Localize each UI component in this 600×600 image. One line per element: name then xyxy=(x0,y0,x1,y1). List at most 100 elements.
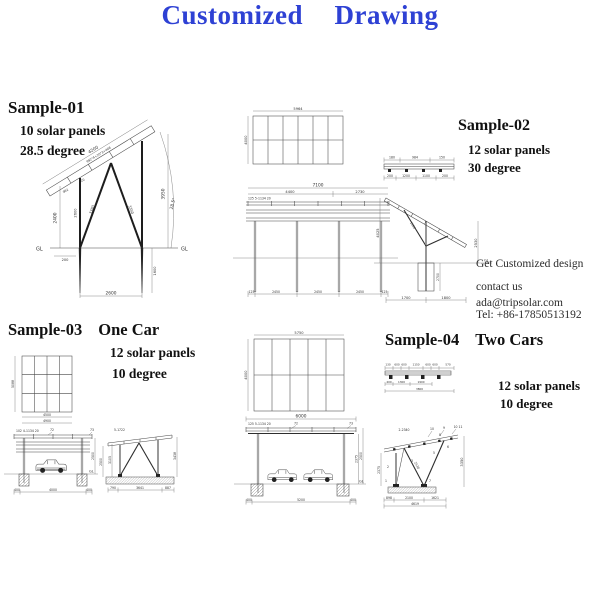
footings xyxy=(18,473,88,487)
dim-label: 2450 xyxy=(356,290,364,294)
callout-label: 8 xyxy=(439,433,441,437)
dim-slope-length: 4200 xyxy=(87,144,100,155)
dim-label: 400 xyxy=(86,488,92,492)
callout-label: 1 xyxy=(385,479,387,483)
sample03-side-elevation-drawing: 5-1722 2500 3105 3438 xyxy=(99,428,178,493)
dim-label: 600 xyxy=(425,363,431,367)
dim-label: 898 xyxy=(386,496,392,500)
base-dimensions: 790 3641 887 xyxy=(107,486,175,493)
dim-note: 125 5-1134 20 xyxy=(248,422,271,426)
sample02-heading: Sample-02 xyxy=(458,117,530,134)
ground-level-right-label: GL xyxy=(181,247,188,253)
dim-plan-width: 5750 xyxy=(294,331,304,335)
dim-panel-gap: 20 xyxy=(80,178,85,183)
dim-label: 5200 xyxy=(297,498,305,502)
sample03-plan-view-drawing: 5088 4500 4900 xyxy=(11,355,73,424)
callout-label: 9 xyxy=(443,426,445,430)
dim-plan-width: 5964 xyxy=(293,107,303,111)
tilted-panel xyxy=(383,197,467,248)
sample03-name: Sample-03 xyxy=(8,320,83,339)
page-title: Customized Drawing xyxy=(161,0,439,30)
dim-label: 200 xyxy=(387,174,393,178)
rails-and-panels xyxy=(246,201,390,222)
dim-right-height: 2530 xyxy=(474,238,478,248)
dim-post-depth: 2700 xyxy=(436,273,440,281)
posts-and-braces xyxy=(118,440,160,477)
panel-grid xyxy=(252,115,344,165)
dim-label: 984 xyxy=(412,156,418,160)
tilted-roof xyxy=(107,434,173,447)
dim-brace-rear: 3350 xyxy=(127,205,134,216)
dim-label: 400 xyxy=(246,498,252,502)
callout-label: 73 xyxy=(349,422,353,426)
dim-note: 5-1722 xyxy=(114,428,125,432)
sample03-subtitle: One Car xyxy=(98,320,160,339)
dim-label: 600 xyxy=(401,363,407,367)
dim-front-total: 7100 xyxy=(313,183,324,189)
sample03-spec-panels: 12 solar panels xyxy=(110,345,196,360)
callout-label: 72 xyxy=(294,422,298,426)
callout-label: 7 xyxy=(429,479,431,483)
dim-front-left: 4400 xyxy=(285,190,295,194)
dim-total: 4619 xyxy=(411,502,419,506)
dim-rear-height: 3950 xyxy=(161,188,167,199)
sample04-name: Sample-04 xyxy=(385,330,460,349)
dim-label: 887 xyxy=(165,486,171,490)
dim-note: 125 5-1134 20 xyxy=(248,197,271,201)
tilted-roof xyxy=(383,434,459,453)
tilted-panel-array: 4200 992*4+20*3+408 992 20 xyxy=(42,119,156,197)
dim-label: 3641 xyxy=(136,486,144,490)
sample02-rail-detail-drawing: 180 984 150 200 1200 1100 200 xyxy=(383,156,455,181)
dim-label: 180 xyxy=(389,156,395,160)
roof-and-beam xyxy=(245,427,357,435)
dim-note: 102 4-1134 20 xyxy=(16,429,39,433)
dim-label: 400 xyxy=(386,380,392,384)
ground-level-label: GL xyxy=(359,480,364,484)
dim-label: 1150 xyxy=(412,363,419,367)
posts xyxy=(253,221,383,292)
dim-label: 600 xyxy=(394,363,400,367)
callout-label: 5 xyxy=(433,451,435,455)
posts xyxy=(256,434,346,484)
dim-post-length: 2600 xyxy=(74,208,78,218)
dim-brace: 1850 xyxy=(409,221,417,230)
dim-label: 4000 xyxy=(49,488,57,492)
callout-label: 73 xyxy=(90,428,94,432)
callout-label: 72 xyxy=(50,428,54,432)
dim-brace-front: 3380 xyxy=(89,204,96,215)
panel-grid xyxy=(253,338,345,412)
dim-tilt-angle: 28.5° xyxy=(169,197,178,210)
callout-label: 3 xyxy=(411,459,413,463)
sample02-spec-angle: 30 degree xyxy=(468,160,521,175)
contact-phone: Tel: +86-17850513192 xyxy=(476,309,582,321)
ground-strip xyxy=(105,476,175,485)
dim-label: 1800 xyxy=(441,296,451,300)
car-right xyxy=(303,469,333,483)
sample03-heading: Sample-03 One Car xyxy=(8,320,159,340)
car xyxy=(35,459,67,473)
ground-piles: 1600 2600 xyxy=(78,248,157,298)
dim-label: 400 xyxy=(350,498,356,502)
roof-and-rails xyxy=(13,434,93,453)
callout-label: 10 xyxy=(430,427,434,431)
base-dimensions: 400 4000 400 xyxy=(13,488,93,495)
dim-label: 130 xyxy=(385,363,391,367)
dim-label: 2450 xyxy=(314,290,322,294)
dim-label: 125 xyxy=(382,290,388,294)
ground-level-left-label: GL xyxy=(36,247,43,253)
dim-left-height: 2375 xyxy=(377,466,381,474)
dim-left-height: 4025 xyxy=(376,228,380,237)
dim-label: 570 xyxy=(445,363,451,367)
dim-plan-height: 4000 xyxy=(244,135,248,145)
dim-right-height: 3350 xyxy=(460,457,464,467)
car-left xyxy=(267,469,297,483)
contact-line-2: contact us xyxy=(476,281,523,293)
sample04-plan-view-drawing: 5750 4000 xyxy=(244,331,345,412)
dim-label: 1100 xyxy=(422,174,430,178)
dim-post-span: 2600 xyxy=(106,291,117,297)
contact-line-1: Get Customized design xyxy=(476,258,584,270)
callout-label: 2 xyxy=(387,465,389,469)
dim-label: 1300 xyxy=(398,380,405,384)
sample01-spec-panels: 10 solar panels xyxy=(20,123,106,138)
